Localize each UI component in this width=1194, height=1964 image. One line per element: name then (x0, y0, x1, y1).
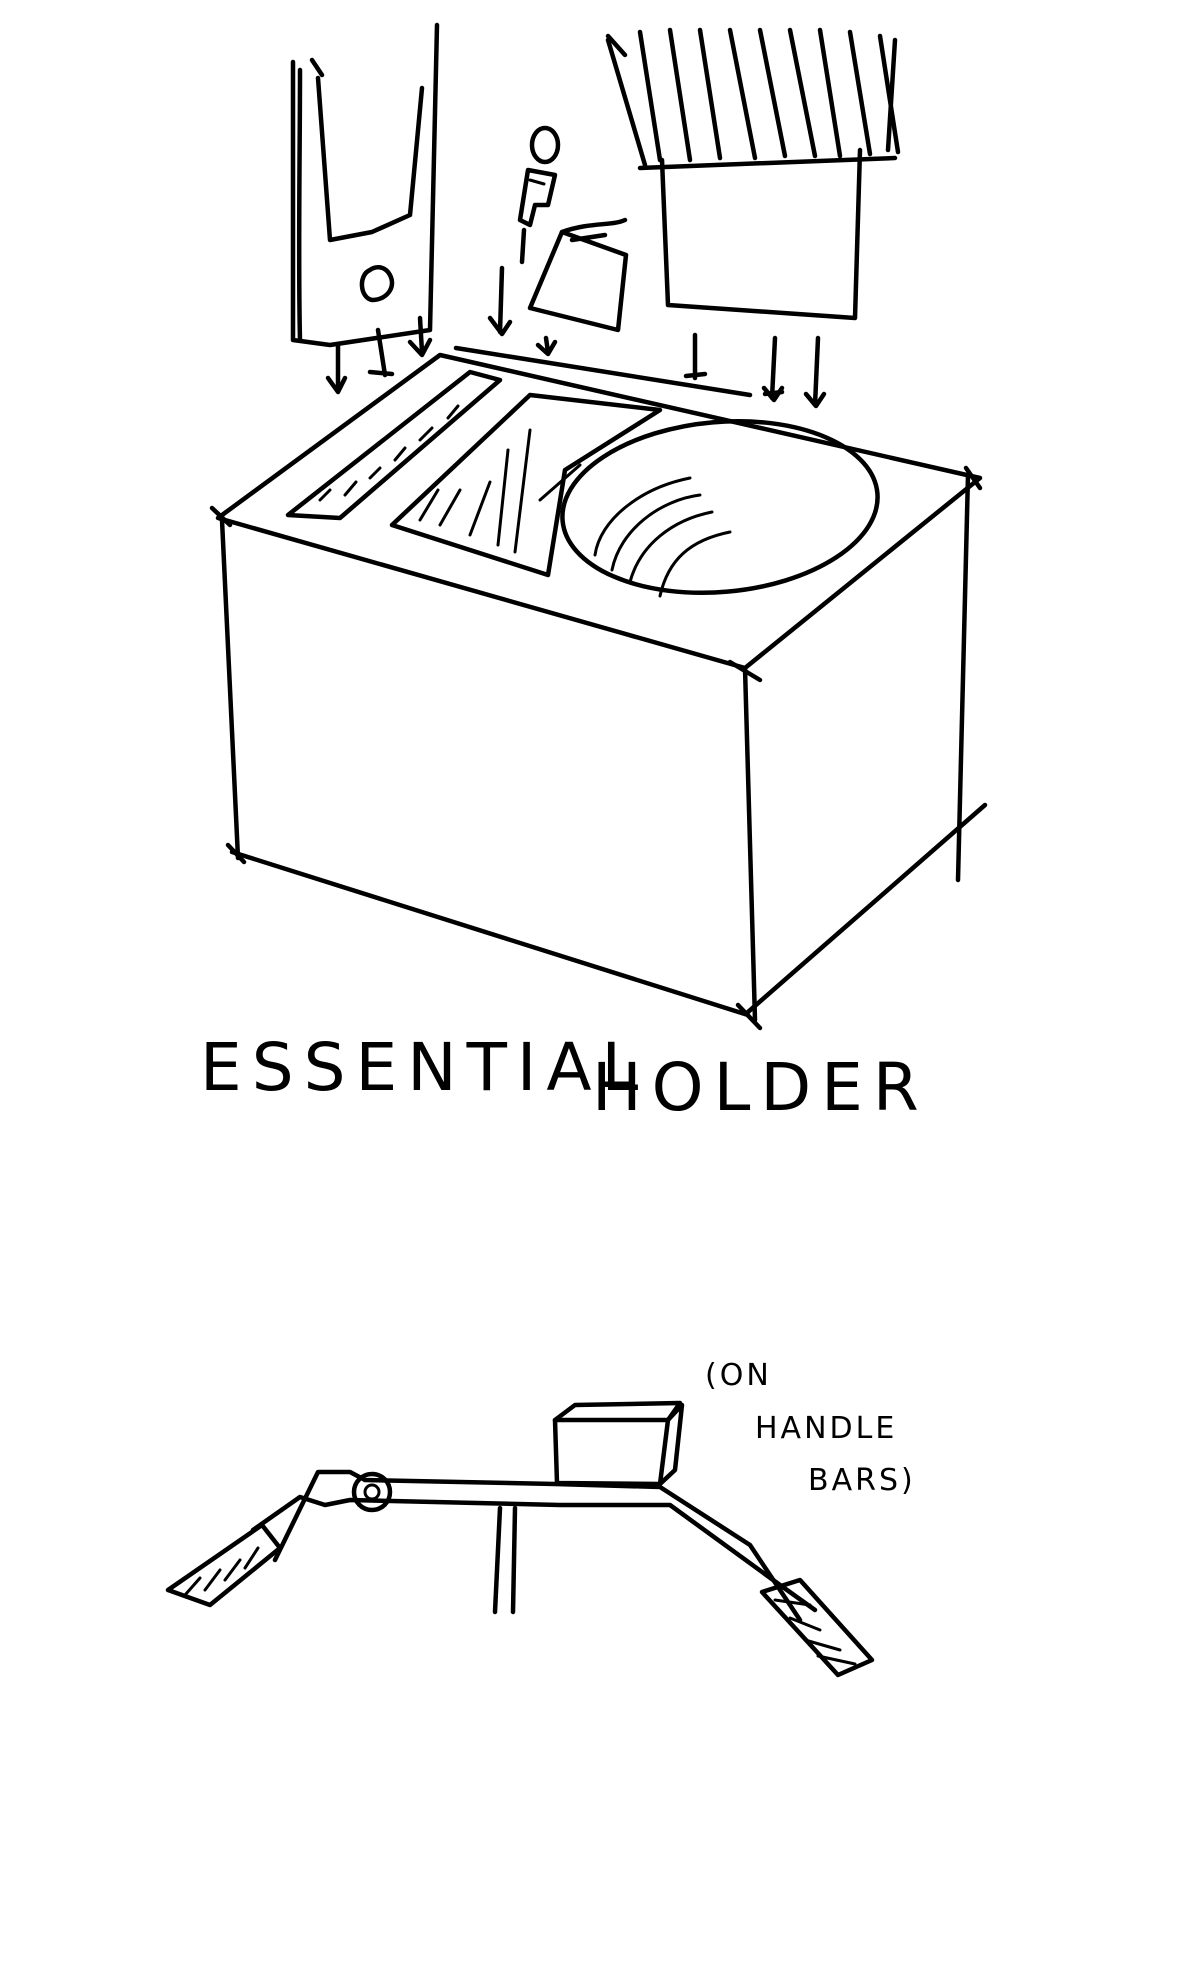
holder-box (209, 345, 988, 1031)
handlebar-note: (ON HANDLE BARS) (705, 1358, 916, 1498)
title-label: ESSENTIAL HOLDER (200, 1029, 929, 1126)
note-line-1: (ON (705, 1358, 772, 1393)
cup-icon (527, 217, 629, 333)
wallet-icon (605, 27, 901, 321)
title-word-holder: HOLDER (592, 1049, 929, 1126)
phone-icon (290, 22, 440, 348)
title-word-essential: ESSENTIAL (200, 1029, 648, 1106)
key-icon (517, 125, 561, 265)
note-line-2: HANDLE (755, 1411, 897, 1446)
arrow-down-icon (325, 265, 827, 409)
handlebar (165, 1400, 875, 1678)
note-line-3: BARS) (808, 1463, 916, 1498)
